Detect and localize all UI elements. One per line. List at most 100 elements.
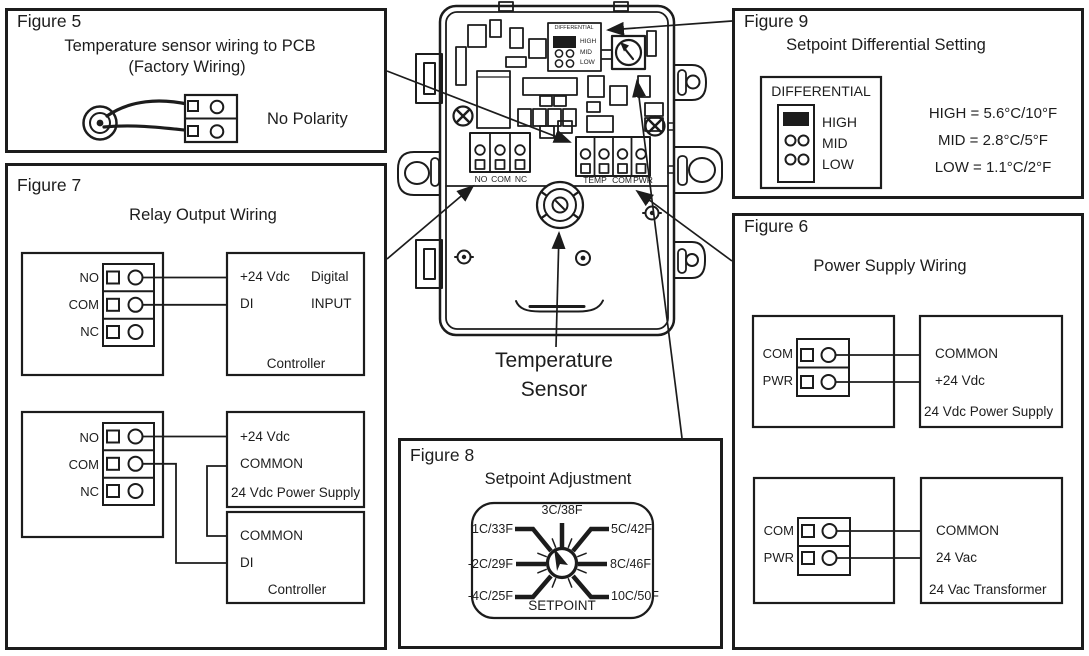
controller-input: INPUT: [311, 296, 352, 311]
device-differential-title: DIFFERENTIAL: [554, 24, 594, 31]
transformer-box: [919, 476, 1064, 605]
figure6-box: [732, 213, 1084, 650]
controller-caption: Controller: [267, 582, 327, 597]
controller-24vdc: +24 Vdc: [240, 269, 290, 284]
dial-label-upper-right: 5C/42F: [611, 522, 652, 536]
pcb-terminal-block-2pos: [183, 93, 239, 144]
terminal-label-nc: NC: [80, 484, 99, 499]
dial-label-lower-right: 10C/50F: [611, 589, 659, 603]
figure5-title: Temperature sensor wiring to PCB: [64, 37, 316, 55]
relay-terminal-strip: [102, 263, 155, 347]
device-top-clip: [498, 1, 514, 12]
controller-di: DI: [240, 296, 254, 311]
figure5-callout-arrow: [386, 70, 572, 143]
controller-di: DI: [240, 555, 254, 570]
device-relay-terminal-block: [469, 132, 531, 173]
figure7-box: [5, 163, 387, 650]
figure8-graphics: [470, 501, 655, 620]
setpoint-panel: [470, 501, 655, 620]
device-terminal-nc: NC: [514, 174, 528, 184]
figure6-label: Figure 6: [744, 216, 809, 236]
dial-label-mid-left: -2C/29F: [467, 557, 513, 571]
device-differential-block: [547, 22, 602, 72]
terminal-label-nc: NC: [80, 324, 99, 339]
figure6-title: Power Supply Wiring: [813, 257, 967, 275]
terminal-label-no: NO: [79, 270, 100, 285]
terminal-label-com: COM: [68, 297, 99, 312]
figure7-title: Relay Output Wiring: [129, 206, 277, 224]
figure5-graphics: [82, 93, 239, 144]
figure5-box: [5, 8, 387, 153]
supply-caption: 24 Vdc Power Supply: [231, 485, 361, 500]
device-left-mounting-ear: [397, 151, 441, 196]
supply-24vdc: +24 Vdc: [240, 429, 290, 444]
callout-arrows: [386, 20, 733, 439]
terminal-label-com: COM: [762, 346, 793, 361]
figure6-graphics: [751, 314, 1064, 605]
device-level-low: LOW: [580, 59, 595, 66]
device-box: [751, 314, 896, 429]
pcb-components: [455, 19, 664, 139]
terminal-label-pwr: PWR: [762, 373, 793, 388]
device-setpoint-dial: [610, 34, 647, 71]
device-cover-vent: [515, 299, 604, 313]
dial-label-lower-left: -4C/25F: [467, 589, 513, 603]
transformer-24vac: 24 Vac: [936, 550, 978, 565]
figure9-callout-arrow: [606, 20, 733, 36]
figure9-graphics: [759, 75, 883, 190]
level-mid: MID: [822, 135, 848, 151]
figure5-note: No Polarity: [267, 110, 348, 128]
figure5-label: Figure 5: [17, 11, 82, 31]
relay-module-box: [20, 251, 165, 377]
controller-box: [225, 251, 366, 377]
controller-box: [225, 510, 366, 605]
transformer-caption: 24 Vac Transformer: [929, 582, 1047, 597]
dial-spokes: [515, 523, 609, 600]
value-high: HIGH = 5.6°C/10°F: [928, 105, 1058, 122]
temperature-sensor-label-line1: Temperature: [495, 349, 613, 372]
differential-title: DIFFERENTIAL: [771, 83, 871, 99]
figure8-callout-arrow: [632, 79, 683, 439]
controller-common: COMMON: [240, 528, 303, 543]
controller-digital: Digital: [311, 269, 349, 284]
figure8-label: Figure 8: [410, 445, 475, 465]
device-top-clip: [613, 1, 629, 12]
figure7-label: Figure 7: [17, 175, 82, 195]
device-cover-screw: [575, 250, 591, 266]
device-terminal-pwr: PWR: [633, 175, 653, 185]
level-low: LOW: [822, 156, 854, 172]
power-supply-box: [918, 314, 1064, 429]
jumper-block: [777, 104, 815, 183]
jumper-high-selected: [553, 36, 576, 48]
figure7-graphics: [20, 251, 366, 605]
device-terminal-temp: TEMP: [583, 175, 607, 185]
relay-module-box: [20, 410, 165, 539]
terminal-label-com: COM: [763, 523, 794, 538]
winged-screw: [454, 205, 662, 265]
sensor-callout-arrow: [551, 231, 566, 348]
figure9-title: Setpoint Differential Setting: [786, 36, 986, 54]
temperature-sensor-label-line2: Sensor: [520, 378, 588, 401]
supply-common: COMMON: [240, 456, 303, 471]
figure7-callout-arrow: [386, 184, 475, 260]
figure8-box: [398, 438, 723, 649]
device-enclosure-drawing: [397, 1, 723, 337]
value-low: LOW = 1.1°C/2°F: [934, 159, 1052, 176]
device-terminal-com2: COM: [612, 175, 632, 185]
device-box: [752, 476, 896, 605]
device-terminal-no: NO: [474, 174, 488, 184]
terminal-label-no: NO: [79, 430, 100, 445]
terminal-label-pwr: PWR: [763, 550, 794, 565]
sensor-wire: [102, 124, 191, 133]
setpoint-caption: SETPOINT: [528, 598, 596, 613]
dial-label-mid-right: 8C/46F: [610, 557, 651, 571]
value-mid: MID = 2.8°C/5°F: [938, 132, 1048, 149]
device-io-terminal-block: [575, 136, 651, 177]
device-right-mounting-ear: [667, 64, 723, 279]
device-sensor-gland: [535, 180, 585, 230]
power-supply-box: [225, 410, 366, 509]
knob-pointer: [554, 548, 568, 571]
sensor-wire: [105, 99, 191, 118]
